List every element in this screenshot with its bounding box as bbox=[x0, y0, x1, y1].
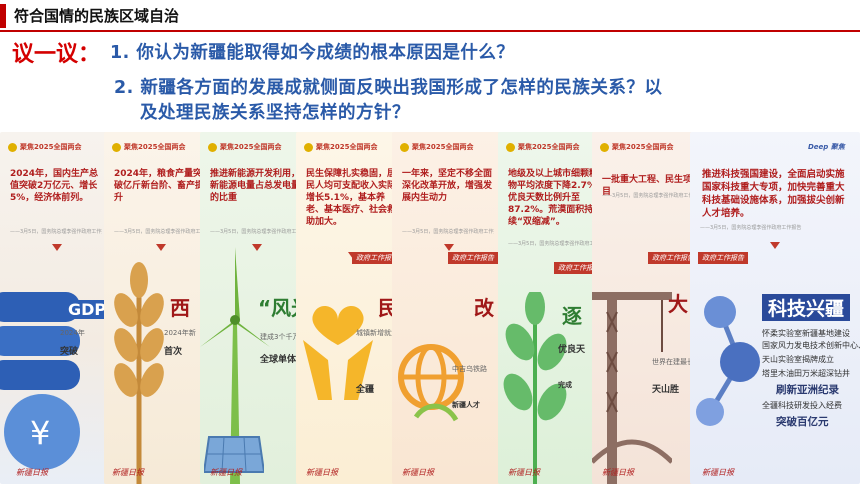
panel-logo: 聚焦2025全国两会 bbox=[112, 142, 208, 156]
panel-source: ——3月5日，国务院总理李强作政府工作报告 bbox=[402, 229, 494, 235]
panel-headline: GDP bbox=[64, 300, 111, 319]
panel-headline: 逐 bbox=[562, 304, 582, 328]
list-item: 全疆科技研发投入经费 bbox=[762, 401, 842, 410]
panel-text: 民生保障扎实稳固，居民人均可支配收入实际增长5.1%，基本养老、基本医疗、社会救… bbox=[306, 169, 397, 227]
panel-source: ——3月5日，国务院总理李强作政府工作报告 bbox=[700, 225, 802, 231]
panel-headline: 西 bbox=[170, 296, 190, 320]
panel-detail: 2024年新 bbox=[164, 329, 196, 337]
slide-header: 符合国情的民族区域自治 bbox=[0, 0, 860, 32]
coin-stack-icon: ¥ bbox=[0, 292, 80, 470]
panel-logo: 聚焦2025全国两会 bbox=[600, 142, 696, 156]
report-badge: 政府工作报告 bbox=[448, 252, 498, 264]
footer-brand: 新疆日报 bbox=[210, 468, 242, 477]
list-highlight: 刷新亚洲纪录 bbox=[776, 384, 839, 396]
report-badge: 政府工作报告 bbox=[648, 252, 698, 264]
poster-panel-gdp: 聚焦2025全国两会 2024年，国内生产总值突破2万亿元、增长5%，经济体前列… bbox=[0, 132, 112, 484]
panel-highlight: 首次 bbox=[164, 347, 183, 357]
panel-logo: 聚焦2025全国两会 bbox=[506, 142, 602, 156]
panel-logo: 聚焦2025全国两会 bbox=[208, 142, 304, 156]
footer-brand: 新疆日报 bbox=[16, 468, 48, 477]
footer-brand: 新疆日报 bbox=[112, 468, 144, 477]
panel-detail: 2024年 bbox=[60, 329, 85, 337]
panel-arrow-icon bbox=[252, 244, 262, 251]
list-highlight: 突破百亿元 bbox=[776, 416, 829, 428]
discussion-label: 议一议： bbox=[12, 42, 101, 67]
footer-brand: 新疆日报 bbox=[306, 468, 338, 477]
panel-arrow-icon bbox=[444, 244, 454, 251]
panel-logo: 聚焦2025全国两会 bbox=[304, 142, 400, 156]
panel-highlight: 全球单体 bbox=[260, 355, 297, 365]
list-item: 国家风力发电技术创新中心、 bbox=[762, 341, 860, 350]
question-2-line-2: 及处理民族关系坚持怎样的方针？ bbox=[140, 103, 410, 123]
panel-highlight: 新疆人才 bbox=[452, 401, 480, 409]
crane-icon bbox=[592, 292, 672, 484]
panel-source: ——3月5日，国务院总理李强作政府工作报告 bbox=[508, 241, 600, 247]
poster-panel-grain: 聚焦2025全国两会 2024年，粮食产量突破亿斤新台阶、畜产提升 ——3月5日… bbox=[104, 132, 216, 484]
solar-panel-icon bbox=[204, 436, 264, 473]
poster-panel-environment: 聚焦2025全国两会 地级及以上城市细颗粒物平均浓度下降2.7%，优良天数比例升… bbox=[498, 132, 610, 484]
report-badge: 政府工作报告 bbox=[698, 252, 748, 264]
list-item: 天山实验室揭牌成立 bbox=[762, 355, 834, 364]
panel-text: 2024年，国内生产总值突破2万亿元、增长5%，经济体前列。 bbox=[10, 169, 99, 203]
panel-source: ——3月5日，国务院总理李强作政府工作报告 bbox=[210, 229, 302, 235]
poster-panel-technology: Deep 聚焦 推进科技强国建设，全面启动实施国家科技重大专项，加快完善重大科技… bbox=[690, 132, 860, 484]
slide-title: 符合国情的民族区域自治 bbox=[14, 7, 180, 25]
molecule-icon bbox=[696, 296, 760, 426]
panel-arrow-icon bbox=[156, 244, 166, 251]
poster-strip: 聚焦2025全国两会 2024年，国内生产总值突破2万亿元、增长5%，经济体前列… bbox=[0, 132, 860, 484]
question-2-line-1: 2. 新疆各方面的发展成就侧面反映出我国形成了怎样的民族关系？以 bbox=[114, 78, 663, 98]
footer-brand: 新疆日报 bbox=[508, 468, 540, 477]
report-badge: 政府工作报告 bbox=[554, 262, 604, 274]
header-accent-bar bbox=[0, 4, 6, 28]
panel-logo: 聚焦2025全国两会 bbox=[400, 142, 496, 156]
panel-logo: 聚焦2025全国两会 bbox=[8, 142, 104, 156]
poster-panel-reform: 聚焦2025全国两会 一年来，坚定不移全面深化改革开放，增强发展内生动力 ——3… bbox=[392, 132, 504, 484]
panel-headline: 改 bbox=[474, 296, 494, 320]
panel-text: 2024年，粮食产量突破亿斤新台阶、畜产提升 bbox=[114, 169, 205, 203]
panel-source: ——3月5日，国务院总理李强作政府工作报告 bbox=[114, 229, 206, 235]
footer-brand: 新疆日报 bbox=[702, 468, 734, 477]
panel-detail: 中吉乌铁路 bbox=[452, 365, 487, 373]
panel-source: ——3月5日，国务院总理李强作政府工作报告 bbox=[602, 193, 694, 199]
panel-detail: 建成3个千万千瓦级 bbox=[260, 333, 312, 341]
footer-brand: 新疆日报 bbox=[402, 468, 434, 477]
panel-detail: 优良天 bbox=[558, 345, 586, 355]
panel-detail: 城镇新增就业 bbox=[356, 329, 398, 337]
panel-headline: 科技兴疆 bbox=[762, 294, 851, 321]
list-item: 塔里木油田万米超深钻井 bbox=[762, 369, 850, 378]
panel-highlight: 完成 bbox=[558, 381, 572, 389]
svg-text:¥: ¥ bbox=[30, 414, 50, 452]
list-item: 怀柔实验室新疆基地建设 bbox=[762, 329, 850, 338]
panel-source: ——3月5日，国务院总理李强作政府工作报告 bbox=[10, 229, 102, 235]
heart-hands-icon bbox=[303, 305, 373, 400]
panel-text: 一年来，坚定不移全面深化改革开放，增强发展内生动力 bbox=[402, 169, 493, 203]
panel-arrow-icon bbox=[770, 242, 780, 249]
panel-text: 地级及以上城市细颗粒物平均浓度下降2.7%，优良天数比例升至87.2%。荒漠面积… bbox=[508, 169, 605, 227]
panel-logo: Deep 聚焦 bbox=[808, 143, 845, 151]
panel-highlight: 突破 bbox=[60, 347, 79, 357]
panel-text: 一批重大工程、民生项目 bbox=[602, 175, 693, 197]
footer-brand: 新疆日报 bbox=[602, 468, 634, 477]
header-underline bbox=[0, 30, 860, 32]
poster-panel-wind-solar: 聚焦2025全国两会 推进新能源开发利用，新能源电量占总发电量的比重 ——3月5… bbox=[200, 132, 312, 484]
poster-panel-projects: 聚焦2025全国两会 一批重大工程、民生项目 ——3月5日，国务院总理李强作政府… bbox=[592, 132, 704, 484]
tree-icon bbox=[503, 292, 567, 484]
panel-text: 推进科技强国建设，全面启动实施国家科技重大专项，加快完善重大科技基础设施体系，加… bbox=[702, 169, 845, 219]
report-badge: 政府工作报告 bbox=[352, 252, 402, 264]
panel-arrow-icon bbox=[52, 244, 62, 251]
panel-detail: 世界在建最长 bbox=[652, 358, 694, 366]
panel-text: 推进新能源开发利用，新能源电量占总发电量的比重 bbox=[210, 169, 301, 203]
globe-icon bbox=[398, 344, 464, 422]
wheat-icon bbox=[114, 262, 164, 484]
panel-headline: 大 bbox=[668, 292, 688, 316]
panel-highlight: 天山胜 bbox=[652, 385, 680, 395]
poster-panel-livelihood: 聚焦2025全国两会 民生保障扎实稳固，居民人均可支配收入实际增长5.1%，基本… bbox=[296, 132, 408, 484]
question-1: 1. 你认为新疆能取得如今成绩的根本原因是什么？ bbox=[110, 43, 515, 63]
panel-highlight: 全疆 bbox=[356, 385, 375, 395]
